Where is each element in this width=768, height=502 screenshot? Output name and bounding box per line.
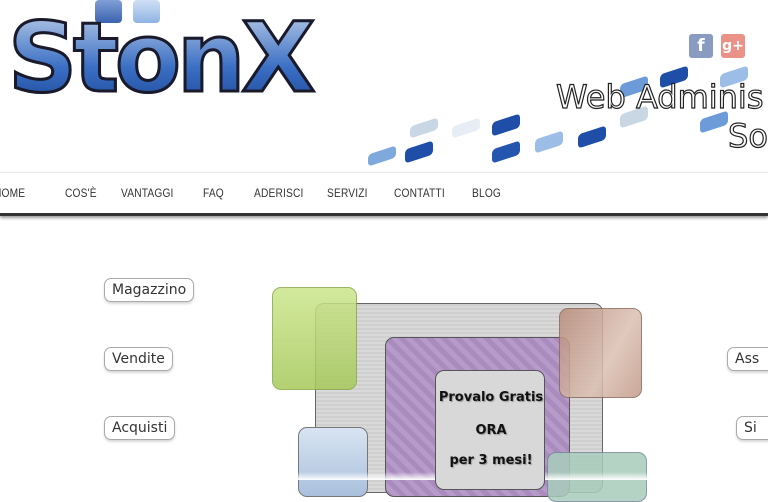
bottom-fade [0, 472, 768, 480]
nav-blog[interactable]: BLOG [472, 186, 502, 200]
facebook-icon[interactable]: f [689, 34, 713, 58]
logo-square-1 [95, 0, 122, 23]
green-tile [272, 287, 357, 390]
google-plus-icon[interactable]: g+ [721, 34, 745, 58]
nav-home[interactable]: HOME [0, 186, 26, 200]
feature-right-2-button[interactable]: Si [736, 416, 768, 440]
nav-vantaggi[interactable]: VANTAGGI [121, 186, 174, 200]
tagline-line2: So [727, 116, 768, 155]
tagline-line1: Web Adminis [555, 77, 764, 116]
nav-servizi[interactable]: SERVIZI [327, 186, 368, 200]
promo-line3: per 3 mesi! [449, 453, 533, 468]
feature-acquisti-button[interactable]: Acquisti [104, 416, 176, 440]
promo-line1: Provalo Gratis [438, 390, 544, 405]
logo-square-2 [133, 0, 160, 23]
promo-inner-panel: Provalo Gratis ORA per 3 mesi! [435, 370, 545, 490]
logo[interactable]: StonX [6, 2, 316, 114]
main-nav: HOME COS'È VANTAGGI FAQ ADERISCI SERVIZI… [0, 172, 768, 216]
blue-tile [298, 427, 368, 497]
nav-faq[interactable]: FAQ [203, 186, 224, 200]
feature-vendite-button[interactable]: Vendite [104, 347, 173, 371]
nav-contatti[interactable]: CONTATTI [394, 186, 445, 200]
nav-cose[interactable]: COS'È [65, 186, 97, 200]
promo-line2: ORA [475, 423, 507, 438]
nav-aderisci[interactable]: ADERISCI [254, 186, 304, 200]
brown-tile [559, 308, 642, 398]
feature-magazzino-button[interactable]: Magazzino [104, 278, 195, 302]
feature-right-1-button[interactable]: Ass [727, 347, 768, 371]
